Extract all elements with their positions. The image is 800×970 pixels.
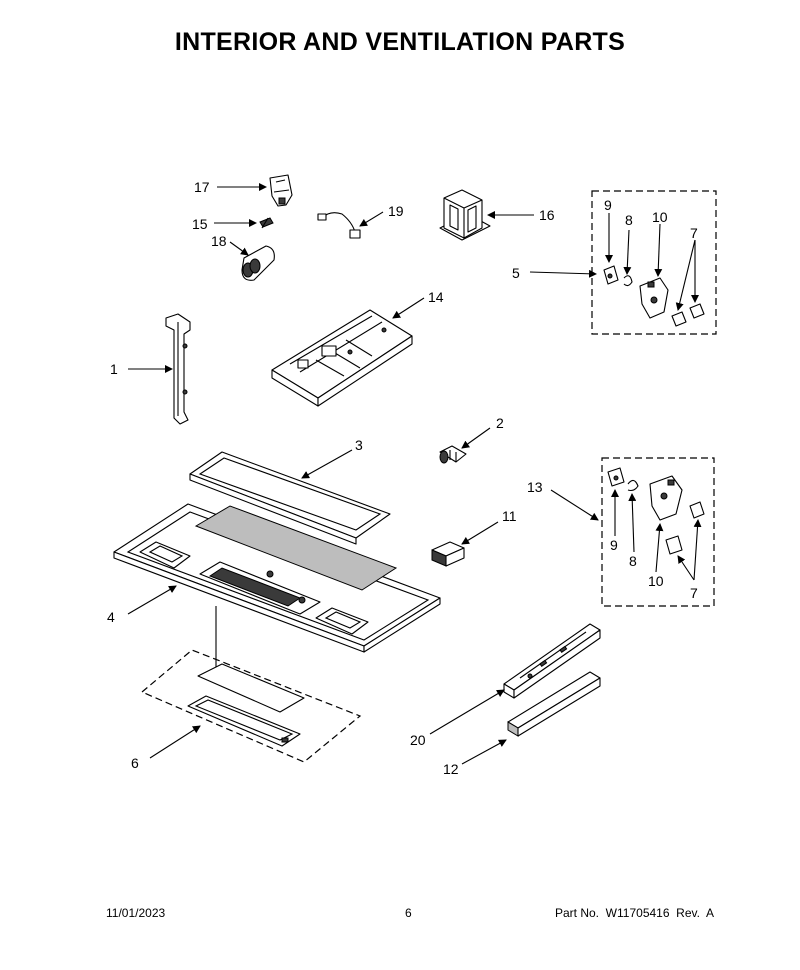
interlock-group-top-outline [591, 190, 717, 335]
part-20-rail [503, 623, 601, 699]
callout-8-bottom: 8 [629, 553, 637, 569]
footer-part-number: Part No. W11705416 Rev. A [555, 906, 714, 920]
part-19-diode [317, 212, 361, 239]
leader-3 [301, 449, 353, 479]
leader-13 [550, 489, 599, 521]
leader-14 [392, 297, 425, 319]
interlock-group-bottom-outline [601, 457, 715, 607]
callout-10-bottom: 10 [648, 573, 664, 589]
leader-7b-bottom [693, 519, 702, 581]
callout-19: 19 [388, 203, 404, 219]
leader-8-bottom [628, 493, 637, 553]
part-9-switch-bottom [607, 467, 625, 487]
part-12-strip [507, 671, 601, 737]
leader-4 [127, 585, 177, 615]
vent-cover-group-outline [140, 649, 362, 763]
leader-10-top [654, 223, 663, 277]
part-3-filter [189, 451, 391, 545]
part-8-spring-top [623, 275, 633, 287]
part-1-bracket [165, 313, 191, 425]
callout-15: 15 [192, 216, 208, 232]
callout-17: 17 [194, 179, 210, 195]
leader-7a-top [675, 239, 696, 311]
callout-20: 20 [410, 732, 426, 748]
leader-2 [461, 427, 491, 449]
leader-7a-bottom [677, 555, 695, 581]
callout-12: 12 [443, 761, 459, 777]
callout-5: 5 [512, 265, 520, 281]
leader-12 [461, 739, 507, 765]
part-7-switch-top [671, 303, 705, 327]
callout-11: 11 [502, 508, 517, 524]
leader-20 [429, 689, 505, 735]
leader-11 [461, 521, 499, 545]
part-9-switch-top [603, 265, 619, 285]
callout-1: 1 [110, 361, 118, 377]
callout-16: 16 [539, 207, 555, 223]
part-18-capacitor [241, 245, 275, 281]
part-17-bracket [269, 174, 293, 207]
callout-18: 18 [211, 233, 227, 249]
leader-10-bottom [655, 523, 664, 573]
footer-page-number: 6 [405, 906, 412, 920]
part-2-socket [439, 445, 467, 464]
callout-7-top: 7 [690, 225, 698, 241]
part-6-vent-cover [187, 663, 305, 747]
callout-9-top: 9 [604, 197, 612, 213]
page-title: INTERIOR AND VENTILATION PARTS [174, 28, 626, 56]
part-16-transformer [439, 189, 491, 241]
leader-6 [149, 725, 201, 759]
callout-13: 13 [527, 479, 543, 495]
callout-14: 14 [428, 289, 444, 305]
callout-3: 3 [355, 437, 363, 453]
callout-9-bottom: 9 [610, 537, 618, 553]
leader-19 [359, 211, 384, 227]
part-4-base-tray [113, 503, 441, 653]
part-14-plate [271, 309, 413, 407]
part-10-switch-holder-top [639, 277, 669, 319]
callout-4: 4 [107, 609, 115, 625]
leader-5 [529, 269, 597, 278]
leader-8-top [623, 229, 632, 275]
callout-7-bottom: 7 [690, 585, 698, 601]
part-8-spring-bottom [627, 479, 639, 492]
callout-6: 6 [131, 755, 139, 771]
part-15-clip [259, 217, 274, 229]
part-10-switch-holder-bottom [649, 475, 683, 521]
footer-date: 11/01/2023 [106, 906, 166, 920]
callout-2: 2 [496, 415, 504, 431]
callout-10-top: 10 [652, 209, 668, 225]
part-7-switch-bottom [665, 501, 705, 555]
leader-18 [229, 241, 249, 256]
part-11-block [431, 541, 465, 567]
callout-8-top: 8 [625, 212, 633, 228]
